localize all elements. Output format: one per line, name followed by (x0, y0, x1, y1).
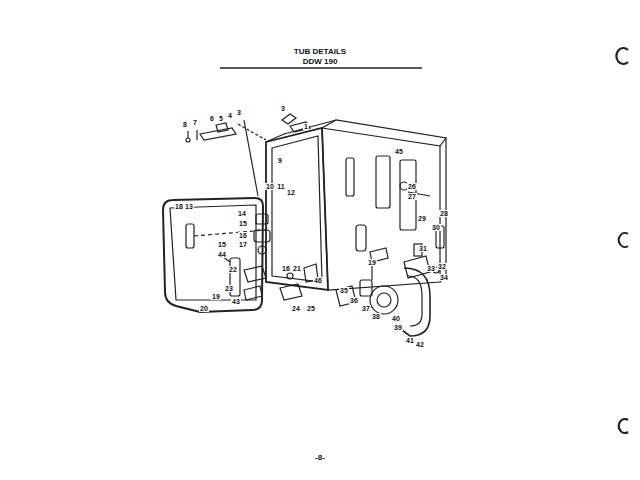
callout-number: 30 (431, 224, 441, 231)
callout-number: 9 (277, 157, 283, 164)
callout-number: 20 (199, 305, 209, 312)
callout-number: 19 (211, 293, 221, 300)
callout-number: 10 (265, 183, 275, 190)
callout-number: 16 (238, 232, 248, 239)
callout-number: 17 (238, 241, 248, 248)
callout-number: 29 (417, 215, 427, 222)
callout-number: 15 (238, 220, 248, 227)
title: TUB DETAILS (294, 48, 346, 56)
callout-number: 35 (339, 287, 349, 294)
heading-text: -8- (315, 454, 325, 462)
callout-number: 16 (281, 265, 291, 272)
callout-number: 15 (217, 241, 227, 248)
callout-number: 13 (184, 203, 194, 210)
callout-number: 28 (439, 210, 449, 217)
callout-number: 42 (415, 341, 425, 348)
callout-number: 18 (174, 203, 184, 210)
callout-number: 3 (236, 109, 242, 116)
callout-number: 12 (286, 189, 296, 196)
callout-number: 41 (405, 337, 415, 344)
callout-number: 1 (303, 123, 309, 130)
callout-number: 14 (237, 210, 247, 217)
callout-number: 21 (292, 265, 302, 272)
callout-number: 4 (227, 112, 233, 119)
callout-number: 6 (209, 115, 215, 122)
callout-number: 38 (371, 313, 381, 320)
heading-text: DDW 190 (303, 58, 338, 66)
callout-number: 36 (349, 297, 359, 304)
callout-number: 40 (391, 315, 401, 322)
callout-number: 32 (437, 263, 447, 270)
callout-number: 23 (224, 285, 234, 292)
callout-number: 39 (393, 324, 403, 331)
callout-number: 22 (228, 266, 238, 273)
callout-number: 37 (361, 305, 371, 312)
callout-number: 24 (291, 305, 301, 312)
callout-number: 45 (394, 148, 404, 155)
callout-number: 3 (280, 105, 286, 112)
callout-number: 7 (192, 119, 198, 126)
callout-number: 11 (276, 183, 285, 190)
callout-number: 46 (313, 277, 323, 284)
callout-number: 44 (217, 251, 227, 258)
callout-number: 8 (182, 121, 188, 128)
callout-number: 19 (367, 259, 377, 266)
callout-number: 26 (407, 183, 417, 190)
callout-number: 31 (418, 245, 428, 252)
callout-number: 27 (407, 193, 417, 200)
callout-number: 5 (218, 115, 224, 122)
callout-number: 34 (439, 274, 449, 281)
callout-number: 25 (306, 305, 316, 312)
callout-number: 33 (426, 265, 436, 272)
callout-number: 43 (231, 298, 241, 305)
